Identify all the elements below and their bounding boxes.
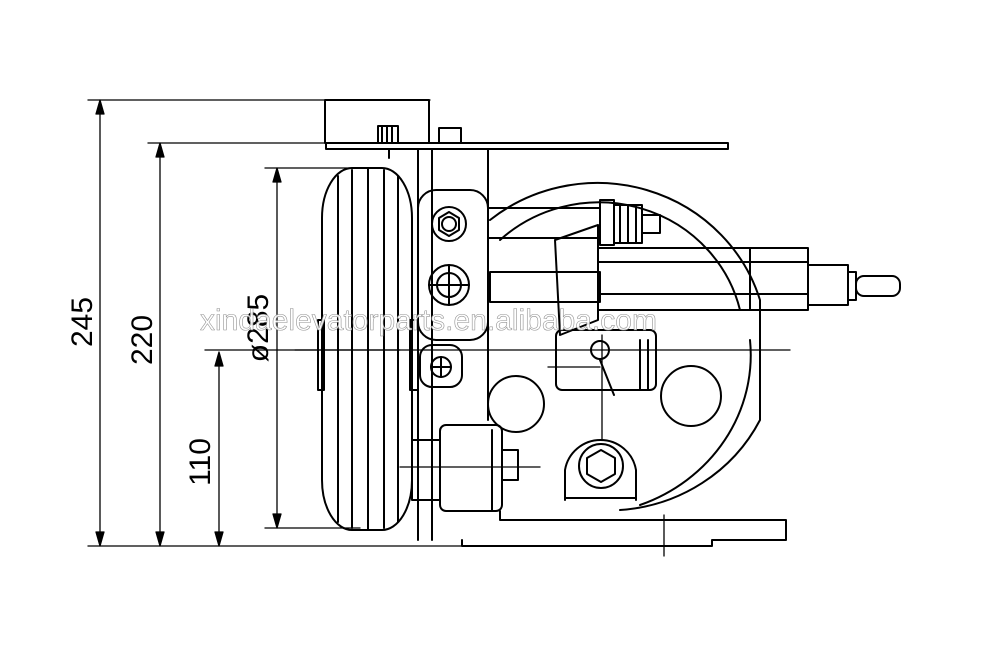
top-mounting-plate — [324, 99, 729, 159]
dimension-plate-height: 220 — [126, 315, 159, 365]
side-roller-wheel — [317, 167, 419, 531]
dimension-axle-height: 110 — [184, 438, 217, 486]
watermark-text: xindaelevatorparts.en.alibaba.com — [200, 304, 657, 337]
spring-arm-assembly — [487, 199, 901, 336]
bottom-bracket — [399, 424, 787, 547]
main-roller-wheel — [294, 181, 791, 557]
dimension-overall-height: 245 — [66, 297, 99, 347]
pivot-clamp — [547, 329, 657, 441]
frame-bracket — [417, 148, 489, 541]
lower-hub — [564, 439, 637, 501]
dimension-wheel-diameter: ø285 — [242, 294, 275, 362]
